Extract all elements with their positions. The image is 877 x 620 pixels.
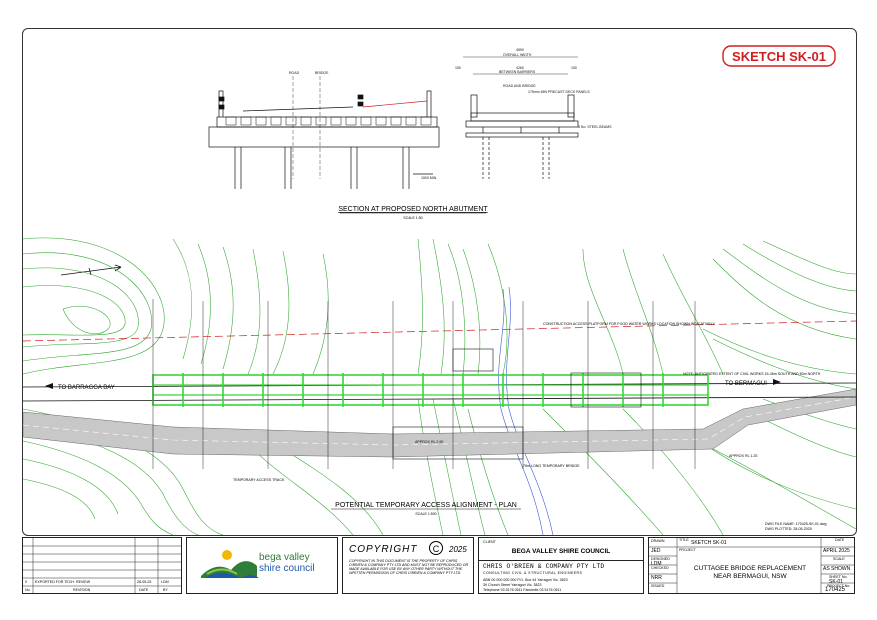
drawing-sheet: SKETCH SK-01 (22, 28, 857, 536)
project-no-value: 170425 (825, 587, 846, 593)
steel-beams-label: 3 No. STEEL BEAMS (578, 125, 612, 129)
firm-addr2: 39 Church Street Yarragon Vic. 3823 (483, 583, 542, 587)
approx-rl-2: APPROX RL 1.25 (729, 454, 757, 458)
arrow-right-icon (773, 379, 781, 385)
designed-label: DESIGNED (651, 557, 670, 561)
extent-note: NOTE: ANTICIPATED EXTENT OF CIVIL WORKS … (683, 372, 821, 376)
project-label: PROJECT (679, 548, 696, 552)
revision-grid (23, 538, 181, 593)
copyright-title: COPYRIGHT (349, 544, 418, 555)
copyright-year: 2025 (449, 545, 467, 554)
copyright-text: COPYRIGHT IN THIS DOCUMENT IS THE PROPER… (349, 559, 469, 575)
pile-min-label: 1500 MIN. (421, 176, 437, 180)
drawn-label: DRAWN (651, 539, 665, 543)
project-line1: CUTTAGEE BRIDGE REPLACEMENT (693, 565, 807, 572)
grid-lines (152, 299, 696, 469)
project-no-label: PROJECT No. (827, 584, 851, 588)
dim-left: 150 (455, 66, 461, 70)
north-arrow-icon (60, 264, 122, 276)
rev-description: EXPORTED FOR TECH. REVIEW (35, 580, 91, 584)
dim-4260: 4260 (516, 66, 524, 70)
dim-4590: 4590 (516, 48, 524, 52)
scale-label: SCALE (833, 557, 845, 561)
rev-header-by: BY (163, 588, 168, 592)
plan-scale: SCALE 1:500 (415, 512, 436, 516)
dim-right: 150 (571, 66, 577, 70)
sketch-label: SKETCH SK-01 (732, 49, 826, 64)
client-block: CLIENT BEGA VALLEY SHIRE COUNCIL CHRIS O… (478, 537, 644, 594)
title-value: SKETCH SK-01 (691, 540, 727, 546)
council-logo-block: bega valley shire council (186, 537, 338, 594)
firm-sub: CONSULTING CIVIL & STRUCTURAL ENGINEERS (483, 571, 583, 575)
firm-name: CHRIS O'BRIEN & COMPANY PTY LTD (483, 563, 605, 570)
section-left: 1500 MIN. ROAD BRIDGE (208, 71, 440, 189)
plan-title: POTENTIAL TEMPORARY ACCESS ALIGNMENT - P… (335, 502, 517, 509)
scale-value: AS SHOWN (823, 566, 851, 572)
firm-addr3: Telephone 03 5176 0511 Facsimile 03 5176… (483, 588, 562, 592)
plan-labels: TO BARRAGGA BAY TO BERMAGUI CONSTRUCTION… (45, 322, 821, 482)
section-title: SECTION AT PROPOSED NORTH ABUTMENT (338, 206, 488, 213)
overall-width-label: OVERALL WIDTH (503, 53, 532, 57)
bridge-cl-label: BRIDGE (315, 71, 329, 75)
rev-date: 28-05-25 (137, 580, 152, 584)
date-value: APRIL 2025 (823, 548, 850, 554)
client-name: BEGA VALLEY SHIRE COUNCIL (511, 548, 611, 555)
council-logo-icon (201, 550, 259, 578)
water-channel (498, 286, 554, 535)
to-barragga-label: TO BARRAGGA BAY (58, 385, 115, 391)
checked-label: CHECKED (651, 566, 669, 570)
section-right: 4590 OVERALL WIDTH 4260 BETWEEN BARRIERS… (455, 48, 612, 179)
rev-header-revision: REVISION (73, 588, 91, 592)
designed-value: LDM (651, 561, 662, 567)
rev-by: LDM (161, 580, 169, 584)
checked-value: NRR (651, 575, 662, 581)
copyright-block: COPYRIGHT C 2025 COPYRIGHT IN THIS DOCUM… (342, 537, 474, 594)
platform-note: CONSTRUCTION ACCESS PLATFORM FOR FOOD WA… (543, 322, 715, 326)
issued-label: ISSUED (651, 584, 665, 588)
copyright-icon: C (429, 541, 443, 555)
approx-rl-1: APPROX RL 2.90 (415, 440, 443, 444)
council-name-line1: bega valley (259, 552, 310, 563)
dwg-plotted: DWG PLOTTED: 28-05-2025 (765, 527, 812, 531)
dwg-file-name: DWG FILE NAME: 170425-SK-01.dwg (765, 522, 827, 526)
temp-bridge-label: 75m LONG TEMPORARY BRIDGE (523, 464, 580, 468)
temp-track-label: TEMPORARY ACCESS TRACK (233, 478, 285, 482)
to-bermagui-label: TO BERMAGUI (725, 381, 767, 387)
council-name-line2: shire council (259, 563, 315, 574)
road-cl-label: ROAD (289, 71, 300, 75)
rev-header-date: DATE (139, 588, 149, 592)
project-line2: NEAR BERMAGUI, NSW (713, 573, 787, 580)
client-label: CLIENT (483, 540, 496, 544)
road-bridge-label: ROAD AND BRIDGE (503, 84, 536, 88)
sheet-label: SHEET No. (829, 575, 848, 579)
rev-header-no: No. (25, 588, 31, 592)
arrow-left-icon (45, 383, 53, 389)
client-divider (479, 560, 643, 561)
revision-table: 0 EXPORTED FOR TECH. REVIEW 28-05-25 LDM… (22, 537, 182, 594)
drawn-value: JED (651, 548, 661, 554)
sheet-value: SK-01 (829, 579, 843, 585)
deck-panels-label: 175mm MIN PRECAST DECK PANELS (528, 90, 590, 94)
rev-no: 0 (25, 580, 27, 584)
boundary-line (23, 320, 856, 342)
title-label: TITLE (679, 538, 689, 542)
date-label: DATE (835, 538, 845, 542)
between-barriers-label: BETWEEN BARRIERS (499, 70, 536, 74)
firm-addr1: ABN 00 000 000 000 P.O. Box 44 Yarragon … (483, 578, 568, 582)
drawing-info-block: DRAWN JED DESIGNED LDM CHECKED NRR ISSUE… (648, 537, 855, 594)
drawing-canvas: SKETCH SK-01 (23, 45, 856, 535)
section-scale: SCALE 1:50 (403, 216, 422, 220)
sketch-label-box: SKETCH SK-01 (722, 45, 836, 67)
contour-lines (23, 237, 856, 535)
info-grid (649, 538, 854, 593)
